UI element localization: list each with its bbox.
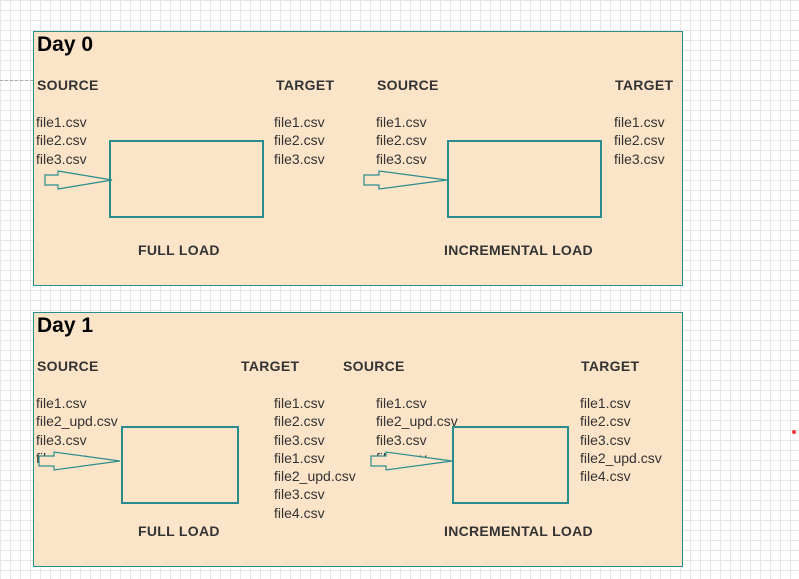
- full-load-target-files: file1.csv file2.csv file3.csv: [274, 113, 325, 168]
- incremental-target-files: file1.csv file2.csv file3.csv: [614, 113, 665, 168]
- day-1-panel[interactable]: Day 1 SOURCE TARGET SOURCE TARGET file1.…: [33, 312, 683, 567]
- file-item: file3.csv: [376, 150, 427, 167]
- file-item: file1.csv: [274, 114, 325, 130]
- file-item: file4.csv: [274, 504, 325, 521]
- file-item: file3.csv: [376, 431, 427, 448]
- file-item: file1.csv: [274, 395, 325, 411]
- file-item: file1.csv: [36, 395, 87, 411]
- full-load-process-box[interactable]: [109, 140, 264, 218]
- file-item: file4.csv: [580, 468, 631, 485]
- file-item: file3.csv: [36, 150, 87, 167]
- full-load-source-files: file1.csv file2.csv file3.csv: [36, 113, 87, 168]
- full-load-label: FULL LOAD: [138, 523, 220, 539]
- file-item: file2.csv: [614, 132, 665, 149]
- full-load-target-header: TARGET: [276, 77, 335, 93]
- day-0-panel[interactable]: Day 0 SOURCE TARGET SOURCE TARGET file1.…: [33, 31, 683, 286]
- file-item: file2.csv: [274, 413, 325, 430]
- incremental-source-files: file1.csv file2.csv file3.csv: [376, 113, 427, 168]
- incremental-source-header: SOURCE: [377, 77, 439, 93]
- file-item: file2_upd.csv: [580, 449, 662, 466]
- full-load-target-header: TARGET: [241, 358, 300, 374]
- dashed-connector: [0, 80, 33, 81]
- incremental-load-label: INCREMENTAL LOAD: [444, 242, 593, 258]
- incremental-load-arrow-icon: [363, 170, 448, 190]
- full-load-process-box[interactable]: [121, 426, 239, 504]
- file-item: file2.csv: [36, 132, 87, 149]
- incremental-target-header: TARGET: [581, 358, 640, 374]
- panel-title: Day 0: [37, 33, 94, 56]
- file-item: file2.csv: [274, 132, 325, 149]
- incremental-load-label: INCREMENTAL LOAD: [444, 523, 593, 539]
- file-item: file3.csv: [614, 150, 665, 167]
- full-load-source-header: SOURCE: [37, 77, 99, 93]
- full-load-source-header: SOURCE: [37, 358, 99, 374]
- red-dot-marker: [792, 430, 796, 434]
- incremental-load-process-box[interactable]: [452, 426, 569, 504]
- incremental-source-header: SOURCE: [343, 358, 405, 374]
- file-item: file2_upd.csv: [376, 413, 458, 430]
- file-item: file1.csv: [274, 449, 325, 466]
- incremental-load-arrow-icon: [370, 451, 453, 471]
- file-item: file1.csv: [376, 395, 427, 411]
- file-item: file3.csv: [274, 486, 325, 503]
- file-item: file1.csv: [614, 114, 665, 130]
- full-load-arrow-icon: [38, 451, 121, 471]
- file-item: file3.csv: [36, 431, 87, 448]
- file-item: file2_upd.csv: [274, 468, 356, 485]
- file-item: file2.csv: [376, 132, 427, 149]
- file-item: file3.csv: [274, 150, 325, 167]
- file-item: file3.csv: [274, 431, 325, 448]
- file-item: file3.csv: [580, 431, 631, 448]
- file-item: file1.csv: [376, 114, 427, 130]
- incremental-target-files: file1.csv file2.csv file3.csv file2_upd.…: [580, 394, 662, 485]
- file-item: file2.csv: [580, 413, 631, 430]
- full-load-target-files: file1.csv file2.csv file3.csv file1.csv …: [274, 394, 356, 522]
- file-item: file1.csv: [36, 114, 87, 130]
- full-load-arrow-icon: [44, 170, 113, 190]
- incremental-load-process-box[interactable]: [447, 140, 602, 218]
- full-load-label: FULL LOAD: [138, 242, 220, 258]
- panel-title: Day 1: [37, 314, 94, 337]
- file-item: file2_upd.csv: [36, 413, 118, 430]
- file-item: file1.csv: [580, 395, 631, 411]
- incremental-target-header: TARGET: [615, 77, 674, 93]
